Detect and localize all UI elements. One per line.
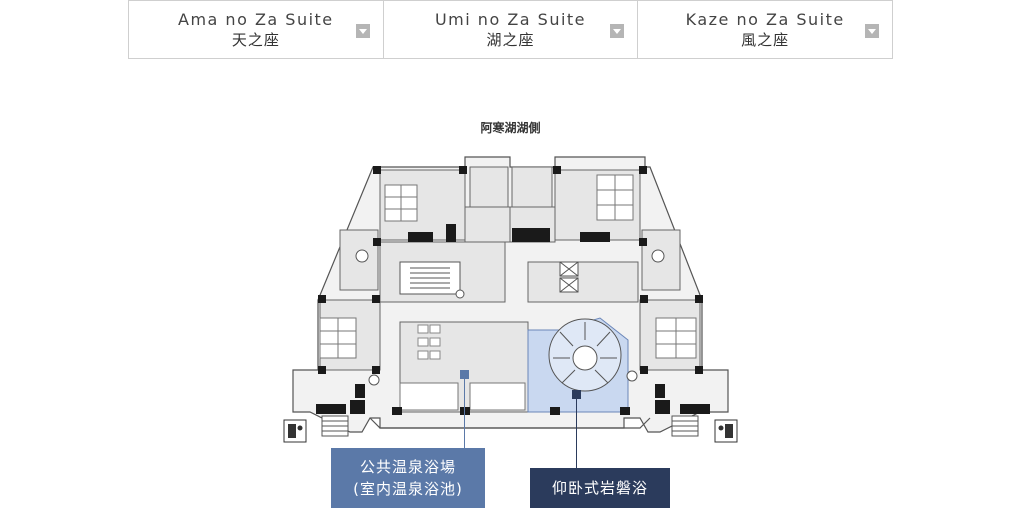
- public-bath-title: 公共温泉浴場: [359, 458, 456, 476]
- tab-label-en: Ama no Za Suite: [178, 9, 334, 29]
- tab-label-en: Kaze no Za Suite: [685, 9, 845, 29]
- room-block: [511, 166, 553, 208]
- rock-bath-title: 仰卧式岩磐浴: [551, 479, 648, 497]
- emergency-exit-icon: [283, 419, 307, 443]
- lake-side-label: 阿寒湖湖側: [480, 121, 541, 135]
- room-block: [641, 229, 681, 291]
- public-bath-marker: [460, 370, 469, 379]
- tab-label-en: Umi no Za Suite: [434, 9, 587, 29]
- emergency-exit-icon: [714, 419, 738, 443]
- room-block: [469, 166, 509, 208]
- dropdown-arrow-icon[interactable]: [355, 24, 370, 38]
- public-bath-callout: 公共温泉浴場 (室内温泉浴池): [331, 448, 485, 508]
- tab-label-jp: 湖之座: [486, 30, 535, 49]
- tab-kaze-no-za-suite[interactable]: Kaze no Za Suite 風之座: [638, 1, 892, 58]
- tab-umi-no-za-suite[interactable]: Umi no Za Suite 湖之座: [384, 1, 639, 58]
- circular-rock-bath: [548, 318, 622, 392]
- room-block: [464, 206, 511, 243]
- tab-label-jp: 風之座: [741, 30, 790, 49]
- tab-ama-no-za-suite[interactable]: Ama no Za Suite 天之座: [129, 1, 384, 58]
- public-bath-subtitle: (室内温泉浴池): [353, 480, 463, 498]
- dropdown-arrow-icon[interactable]: [610, 24, 625, 38]
- suite-tabs: Ama no Za Suite 天之座 Umi no Za Suite 湖之座 …: [128, 0, 893, 59]
- dropdown-arrow-icon[interactable]: [865, 24, 880, 38]
- terrace-outline: [369, 417, 651, 429]
- room-block: [527, 261, 639, 303]
- rock-bath-callout: 仰卧式岩磐浴: [530, 468, 670, 508]
- tab-label-jp: 天之座: [231, 30, 280, 49]
- rock-bath-marker: [572, 390, 581, 399]
